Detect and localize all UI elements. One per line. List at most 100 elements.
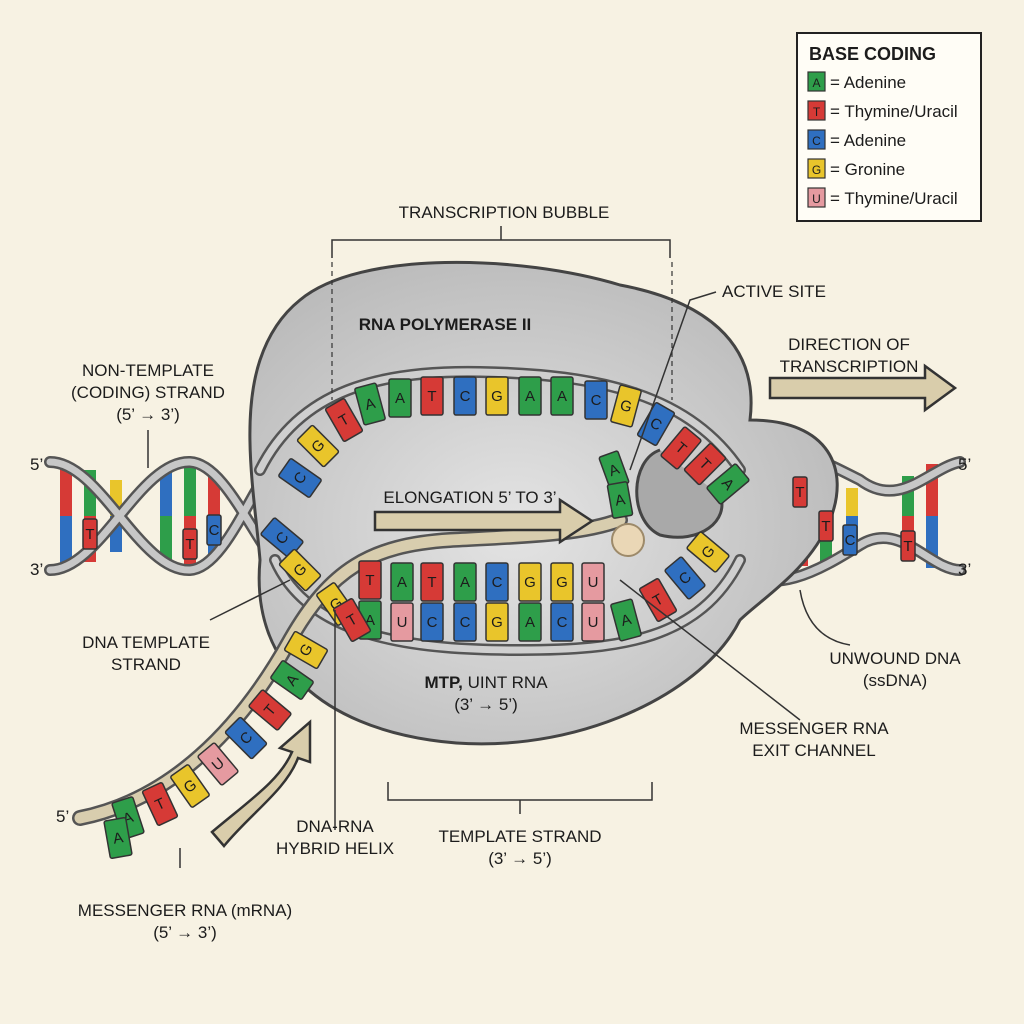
lower-strand-base: T — [332, 598, 372, 642]
legend-swatch — [807, 187, 826, 208]
template-strand-base: U — [581, 602, 605, 642]
base-letter: A — [460, 574, 470, 591]
legend-swatch — [807, 129, 826, 150]
rna-base: T — [420, 562, 444, 602]
legend-code: U — [812, 192, 821, 206]
base-tile — [270, 660, 314, 700]
legend-text: = Adenine — [830, 73, 906, 92]
coding-strand-base: T — [683, 442, 727, 486]
unwound-label-line1: UNWOUND DNA — [829, 649, 961, 668]
mrna-tail-base: T — [141, 782, 179, 826]
end-5-left: 5’ — [30, 455, 43, 474]
mrna-tail-base: G — [284, 630, 328, 670]
base-tile — [664, 556, 706, 600]
base-tile — [103, 816, 133, 860]
base-letter: A — [397, 574, 407, 591]
legend-code: A — [812, 76, 820, 90]
left-helix-base: T — [182, 528, 198, 560]
coding-strand-base: G — [610, 384, 642, 428]
base-tile — [354, 382, 386, 426]
base-tile — [197, 742, 239, 786]
mrna-growth-arrow — [210, 719, 312, 848]
base-tile — [390, 602, 414, 642]
coding-strand-base: A — [518, 376, 542, 416]
rna-base: C — [485, 562, 509, 602]
polymerase-label: RNA POLYMERASE II — [359, 315, 532, 334]
mtp-label-rest: UINT RNA — [463, 673, 548, 692]
base-tile — [518, 376, 542, 416]
template-strand-base: A — [518, 602, 542, 642]
base-letter: A — [112, 829, 125, 847]
mrna-label-line1: MESSENGER RNA (mRNA) — [78, 901, 292, 920]
template-strand-base: C — [420, 602, 444, 642]
base-tile — [683, 442, 727, 486]
base-tile — [636, 402, 676, 446]
mtp-label-line1: MTP, UINT RNA — [424, 673, 548, 692]
base-tile — [485, 602, 509, 642]
coding-strand-base: C — [453, 376, 477, 416]
legend-text: = Gronine — [830, 160, 905, 179]
base-tile — [332, 598, 372, 642]
legend-swatch — [807, 71, 826, 92]
direction-label-line2: TRANSCRIPTION — [780, 357, 919, 376]
rna-base: A — [390, 562, 414, 602]
base-tile — [420, 562, 444, 602]
base-letter: T — [821, 518, 830, 535]
bubble-strands — [254, 365, 746, 657]
base-letter: T — [427, 574, 436, 591]
base-tile — [706, 463, 750, 505]
base-tile — [453, 602, 477, 642]
base-tile — [584, 380, 608, 420]
template-strand-base: G — [686, 531, 730, 573]
base-letter: T — [903, 538, 912, 555]
right-helix-base: T — [900, 530, 916, 562]
legend-text: = Thymine/Uracil — [830, 189, 958, 208]
base-tile — [581, 562, 605, 602]
base-tile — [324, 398, 364, 442]
base-letter: A — [525, 614, 535, 631]
base-letter: U — [588, 574, 599, 591]
end-5-right: 5’ — [958, 455, 971, 474]
base-letter: C — [557, 614, 568, 631]
base-tile — [224, 716, 268, 760]
base-letter: T — [427, 388, 436, 405]
elongation-arrow — [373, 497, 595, 545]
nontemplate-label-line2: (CODING) STRAND — [71, 383, 225, 402]
base-tile — [485, 376, 509, 416]
incoming-nucleotide: A — [606, 481, 634, 519]
nontemplate-label-line1: NON-TEMPLATE — [82, 361, 214, 380]
base-letter: G — [491, 614, 503, 631]
base-tile — [518, 562, 542, 602]
template-strand-label-line2: (3’ → 5’) — [488, 849, 552, 868]
base-tile — [141, 782, 179, 826]
base-letter: T — [85, 526, 94, 543]
base-letter: T — [185, 536, 194, 553]
base-tile — [388, 378, 412, 418]
base-tile — [818, 510, 834, 542]
base-letter: A — [363, 395, 377, 414]
template-strand-base: C — [453, 602, 477, 642]
mrna-tail-base: C — [224, 716, 268, 760]
mrna-tail-base: U — [197, 742, 239, 786]
template-strand-base: C — [664, 556, 706, 600]
base-tile — [550, 376, 574, 416]
left-helix-base: C — [206, 514, 222, 546]
left-helix-base: T — [82, 518, 98, 550]
base-tile — [610, 598, 642, 642]
base-tile — [792, 476, 808, 508]
active-site-label: ACTIVE SITE — [722, 282, 826, 301]
base-letter: G — [524, 574, 536, 591]
template-strand-base: A — [610, 598, 642, 642]
base-tile — [842, 524, 858, 556]
coding-strand-base: A — [550, 376, 574, 416]
template-strand-base: U — [390, 602, 414, 642]
end-3-right: 3’ — [958, 560, 971, 579]
coding-strand-base: G — [485, 376, 509, 416]
base-tile — [660, 426, 702, 470]
legend-code: T — [813, 105, 821, 119]
base-letter: A — [619, 611, 633, 630]
coding-strand-base: A — [706, 463, 750, 505]
mrna-tail-base: G — [170, 764, 210, 808]
coding-strand-base: C — [636, 402, 676, 446]
